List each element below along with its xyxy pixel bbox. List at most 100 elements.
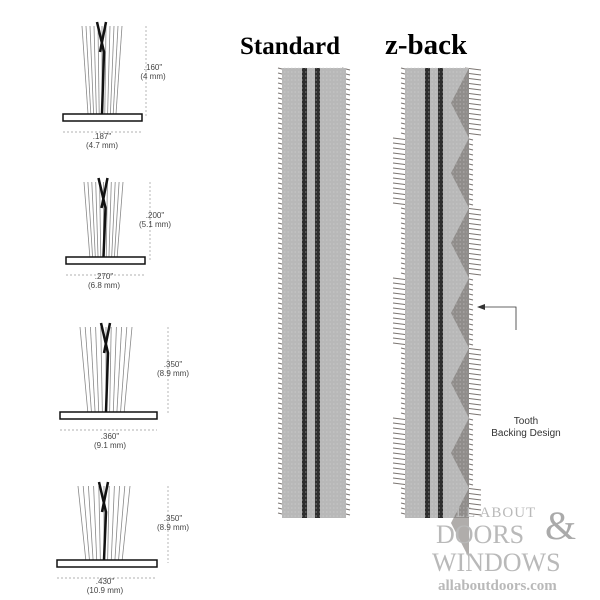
pile-fiber [91,181,96,258]
zback-strip [392,67,482,558]
width-mm: (4.7 mm) [86,141,118,150]
backing-tooth [451,418,469,488]
height-in: .200" [145,211,165,220]
profile-3-height-label: .350"(8.9 mm) [154,360,192,378]
pile-fiber [77,485,87,561]
pile-fiber [116,326,122,413]
center-fin [100,481,110,513]
watermark-line-2: DOORS [436,520,525,549]
center-fin [95,21,106,115]
pile-fiber [93,485,98,561]
backing-tooth [451,68,469,138]
profile-3-width-label: .360"(9.1 mm) [88,432,132,450]
pile-fiber [104,25,107,115]
height-mm: (5.1 mm) [139,220,171,229]
center-fin [100,177,109,209]
backing-tooth [451,348,469,418]
height-mm: (4 mm) [140,72,166,81]
pile-fiber [88,485,94,561]
width-in: .187" [92,132,112,141]
callout-leader-line [479,306,517,330]
pile-fiber [116,181,124,258]
pile-fiber [107,485,110,561]
pile-fiber [89,25,94,115]
backing-plate [62,113,143,122]
watermark-line-1: ALL ABOUT [444,505,537,521]
watermark-ampersand: & [545,503,577,548]
dark-stripe [438,68,443,518]
dark-stripe [302,68,307,518]
watermark-line-3: WINDOWS [432,548,561,577]
watermark-url: allaboutdoors.com [438,578,557,594]
profile-4-cross-section [56,481,169,579]
width-in: .430" [95,577,115,586]
backing-tooth [451,208,469,278]
profile-2-cross-section [65,177,151,276]
pile-fiber [81,25,89,115]
pile-fiber [121,485,131,561]
profile-4-width-label: .430"(10.9 mm) [82,577,128,595]
backing-tooth [451,138,469,208]
pile-fiber [83,181,91,258]
width-mm: (6.8 mm) [88,281,120,290]
pile-fiber [110,25,115,115]
pile-fiber [109,326,112,413]
pile-fiber [93,25,97,115]
pile-fiber [112,25,119,115]
profile-2-height-label: .200"(5.1 mm) [138,211,172,229]
pile-fiber [84,326,92,413]
backing-tooth [451,488,469,558]
profile-4-height-label: .350"(8.9 mm) [154,514,192,532]
height-mm: (8.9 mm) [157,523,189,532]
pile-fiber [108,181,112,258]
pile-fiber [82,485,90,561]
callout-line-2: Backing Design [491,428,561,439]
pile-fiber [111,181,116,258]
zback-title: z-back [385,29,468,61]
pile-fiber [115,25,123,115]
height-in: .350" [163,360,183,369]
pile-fiber [105,181,108,258]
standard-title: Standard [240,33,341,60]
center-fin [102,322,112,354]
pile-fiber [95,181,99,258]
profile-3-cross-section [59,322,169,431]
pile-fiber [85,25,92,115]
pile-fiber [98,485,101,561]
profile-2-width-label: .270"(6.8 mm) [84,272,124,290]
profile-1-height-label: .160"(4 mm) [138,63,168,81]
height-in: .350" [163,514,183,523]
fabric-backing [282,68,346,518]
pile-fiber [87,181,93,258]
width-in: .270" [94,272,114,281]
width-mm: (9.1 mm) [94,441,126,450]
pile-fiber [118,485,126,561]
pile-fiber [107,25,111,115]
pile-fiber [123,326,133,413]
arrow-head-icon [477,304,485,310]
pile-fiber [95,326,100,413]
center-fin [97,481,108,561]
profile-1-cross-section [62,21,147,133]
height-mm: (8.9 mm) [157,369,189,378]
height-in: .160" [143,63,163,72]
pile-fiber [112,326,117,413]
width-mm: (10.9 mm) [86,586,124,595]
backing-plate [59,411,158,420]
standard-strip [277,67,351,518]
center-fin [99,322,110,413]
backing-plate [56,559,158,568]
pile-fiber [114,485,120,561]
pile-fiber [114,181,120,258]
backing-tooth [451,278,469,348]
width-in: .360" [100,432,120,441]
pile-fiber [99,181,102,258]
dark-stripe [315,68,320,518]
pile-fiber [79,326,89,413]
pile-fiber [100,326,103,413]
backing-plate [65,256,146,265]
pile-fiber [97,25,100,115]
pile-fiber [120,326,128,413]
